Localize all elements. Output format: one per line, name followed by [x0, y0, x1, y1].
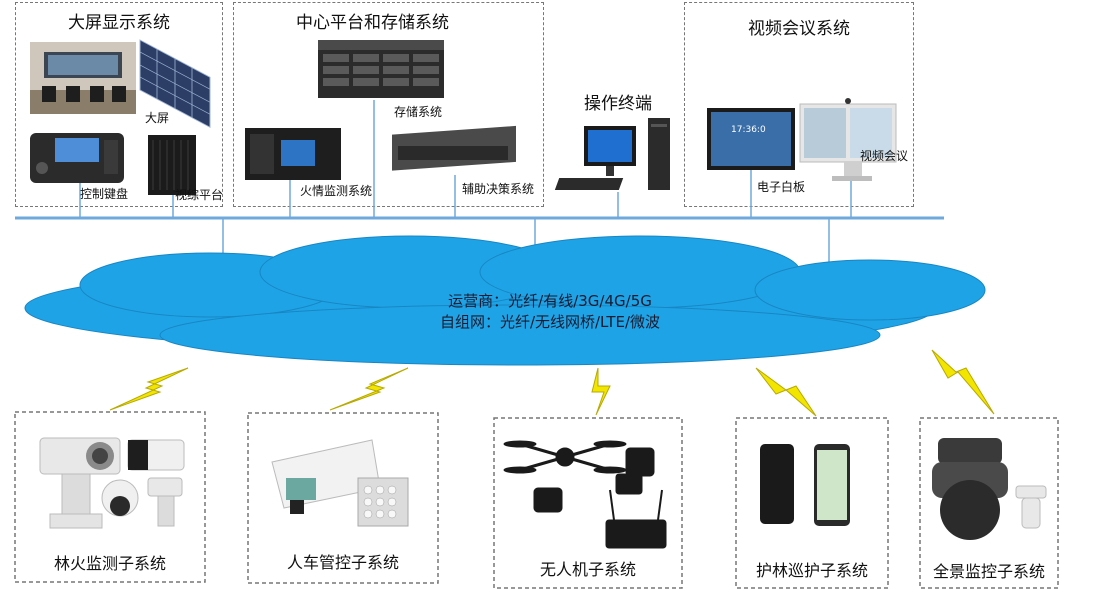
panoramic-camera-image	[932, 438, 1046, 540]
control-room-image	[30, 42, 136, 114]
subsystem-panorama-label: 全景监控子系统	[920, 558, 1058, 582]
operation-terminal-image	[555, 118, 670, 190]
vehicle-control-camera-image	[272, 440, 408, 526]
whiteboard-label: 电子白板	[757, 178, 805, 195]
patrol-phones-image	[760, 444, 850, 526]
subsystem-patrol-label: 护林巡护子系统	[736, 557, 888, 581]
video-conference-label: 视频会议	[860, 147, 908, 164]
cloud-line-adhoc: 自组网：光纤/无线网桥/LTE/微波	[0, 311, 1100, 332]
control-keyboard-label: 控制键盘	[80, 185, 128, 202]
decision-support-label: 辅助决策系统	[462, 180, 534, 197]
video-platform-label: 视综平台	[175, 186, 223, 203]
fire-monitoring-cameras-image	[40, 438, 184, 528]
control-keyboard-image	[30, 133, 124, 183]
storage-server-image	[318, 40, 444, 98]
video-conference-device-image	[800, 98, 896, 181]
decision-support-server-image	[392, 126, 516, 171]
fire-monitor-server-image	[245, 128, 341, 180]
drone-devices-image	[504, 441, 666, 548]
fire-monitor-label: 火情监测系统	[300, 182, 372, 199]
cloud-line-operator: 运营商：光纤/有线/3G/4G/5G	[0, 290, 1100, 311]
subsystem-vehicle-control-label: 人车管控子系统	[248, 549, 438, 573]
subsystem-drone-label: 无人机子系统	[494, 556, 682, 580]
storage-system-label: 存储系统	[394, 103, 442, 120]
subsystem-forest-fire-label: 林火监测子系统	[15, 550, 205, 574]
big-screen-label: 大屏	[145, 109, 169, 126]
whiteboard-image: 17:36:0	[707, 108, 795, 170]
svg-text:17:36:0: 17:36:0	[731, 125, 766, 135]
